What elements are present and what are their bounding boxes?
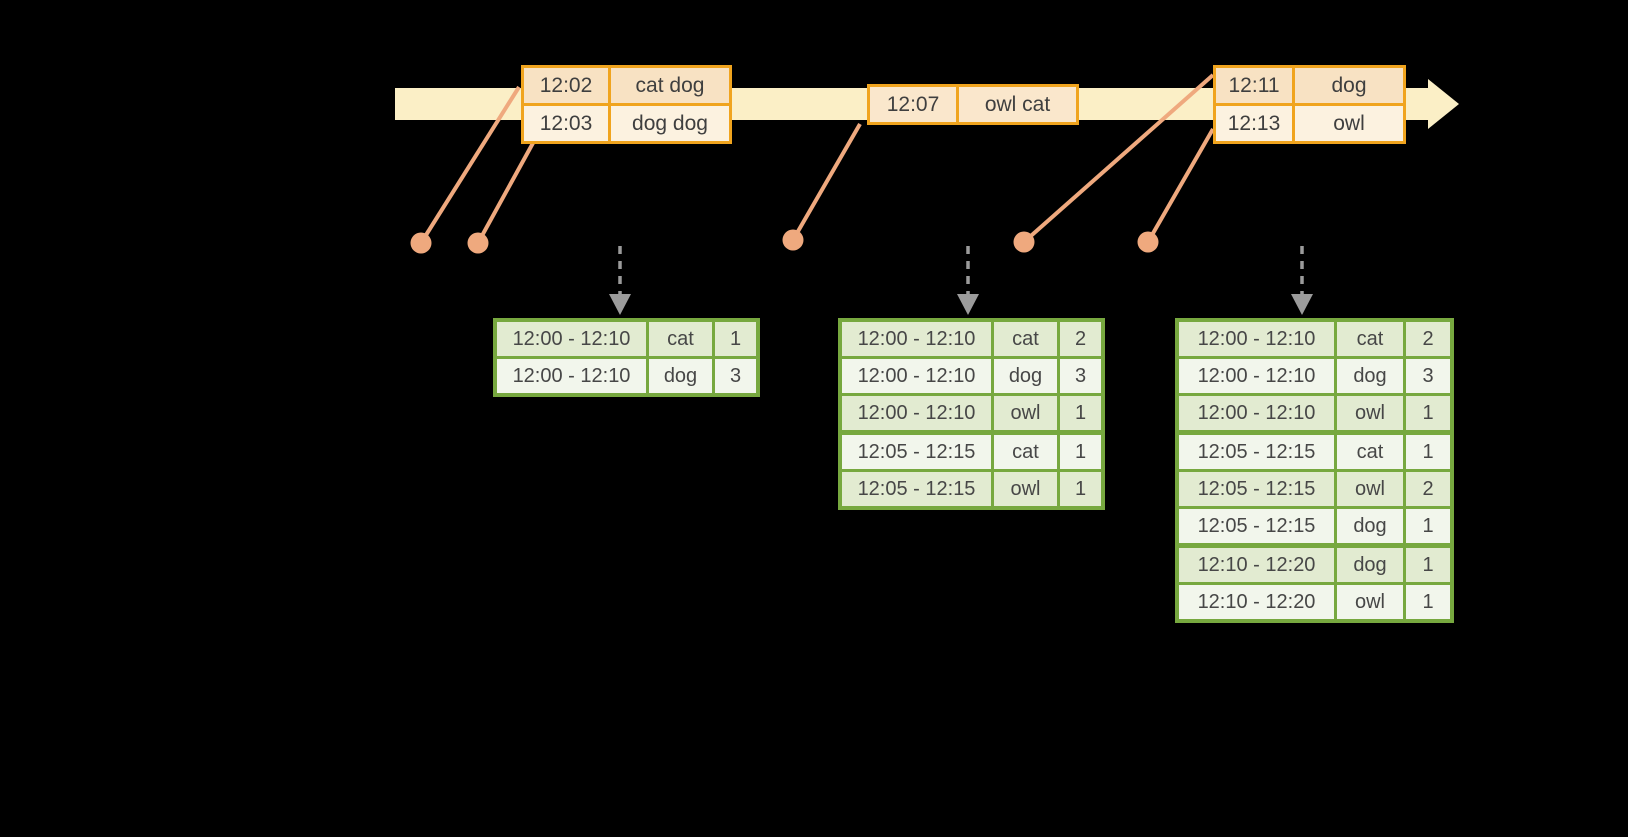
count-cell: 1 — [1057, 393, 1105, 434]
word-cell: dog — [1334, 506, 1406, 547]
result-table-3: 12:00 - 12:10 cat 2 12:00 - 12:10 dog 3 … — [1175, 318, 1454, 623]
window-cell: 12:05 - 12:15 — [1175, 469, 1337, 509]
result-table-2: 12:00 - 12:10 cat 2 12:00 - 12:10 dog 3 … — [838, 318, 1105, 510]
count-cell: 2 — [1403, 318, 1454, 359]
word-cell: cat — [991, 318, 1060, 359]
result-row: 12:05 - 12:15 dog 1 — [1175, 506, 1454, 547]
connector-line — [476, 142, 535, 244]
count-cell: 1 — [1403, 393, 1454, 434]
trigger-arrowheads — [609, 294, 1313, 315]
word-cell: owl — [991, 469, 1060, 510]
word-cell: dog — [991, 356, 1060, 396]
window-cell: 12:00 - 12:10 — [493, 356, 649, 397]
event-words: dog dog — [608, 103, 732, 144]
result-row: 12:05 - 12:15 owl 1 — [838, 469, 1105, 510]
event-words: owl — [1292, 103, 1406, 144]
window-cell: 12:10 - 12:20 — [1175, 582, 1337, 623]
window-cell: 12:00 - 12:10 — [838, 356, 994, 396]
connector-line — [1022, 73, 1215, 244]
connector-line — [1146, 128, 1215, 243]
result-row: 12:00 - 12:10 dog 3 — [1175, 356, 1454, 396]
result-row: 12:00 - 12:10 cat 2 — [838, 318, 1105, 359]
event-row: 12:11 dog — [1213, 65, 1406, 106]
count-cell: 1 — [1057, 430, 1105, 472]
event-table-3: 12:11 dog 12:13 owl — [1213, 65, 1406, 144]
window-cell: 12:10 - 12:20 — [1175, 543, 1337, 585]
result-table-1: 12:00 - 12:10 cat 1 12:00 - 12:10 dog 3 — [493, 318, 760, 397]
count-cell: 2 — [1057, 318, 1105, 359]
event-row: 12:13 owl — [1213, 103, 1406, 144]
window-cell: 12:05 - 12:15 — [838, 469, 994, 510]
count-cell: 3 — [1403, 356, 1454, 396]
event-table-2: 12:07 owl cat — [867, 84, 1079, 125]
timeline-arrowhead-icon — [1428, 79, 1459, 129]
count-cell: 1 — [1403, 430, 1454, 472]
word-cell: owl — [991, 393, 1060, 434]
window-cell: 12:00 - 12:10 — [1175, 356, 1337, 396]
count-cell: 3 — [712, 356, 760, 397]
word-cell: cat — [646, 318, 715, 359]
result-row: 12:10 - 12:20 dog 1 — [1175, 543, 1454, 585]
event-row: 12:02 cat dog — [521, 65, 732, 106]
event-row: 12:03 dog dog — [521, 103, 732, 144]
event-dot — [1137, 231, 1159, 253]
count-cell: 1 — [1057, 469, 1105, 510]
word-cell: owl — [1334, 582, 1406, 623]
event-time: 12:11 — [1213, 65, 1295, 106]
connector-line — [791, 122, 862, 242]
result-row: 12:00 - 12:10 owl 1 — [1175, 393, 1454, 434]
event-time: 12:13 — [1213, 103, 1295, 144]
result-row: 12:05 - 12:15 cat 1 — [1175, 430, 1454, 472]
event-dot — [410, 232, 432, 254]
result-row: 12:00 - 12:10 owl 1 — [838, 393, 1105, 434]
result-row: 12:05 - 12:15 owl 2 — [1175, 469, 1454, 509]
window-cell: 12:00 - 12:10 — [1175, 318, 1337, 359]
event-dot — [1013, 231, 1035, 253]
event-words: cat dog — [608, 65, 732, 106]
result-row: 12:00 - 12:10 cat 2 — [1175, 318, 1454, 359]
event-words: dog — [1292, 65, 1406, 106]
result-row: 12:05 - 12:15 cat 1 — [838, 430, 1105, 472]
result-row: 12:00 - 12:10 dog 3 — [493, 356, 760, 397]
word-cell: owl — [1334, 469, 1406, 509]
event-connector-lines — [419, 73, 1215, 245]
event-table-1: 12:02 cat dog 12:03 dog dog — [521, 65, 732, 144]
arrow-down-icon — [609, 294, 631, 315]
connector-line — [419, 85, 521, 245]
count-cell: 1 — [1403, 506, 1454, 547]
event-time: 12:07 — [867, 84, 959, 125]
event-time: 12:02 — [521, 65, 611, 106]
event-row: 12:07 owl cat — [867, 84, 1079, 125]
word-cell: dog — [1334, 356, 1406, 396]
window-cell: 12:05 - 12:15 — [838, 430, 994, 472]
arrow-down-icon — [1291, 294, 1313, 315]
count-cell: 1 — [712, 318, 760, 359]
result-row: 12:10 - 12:20 owl 1 — [1175, 582, 1454, 623]
result-row: 12:00 - 12:10 cat 1 — [493, 318, 760, 359]
event-dot — [782, 229, 804, 251]
event-words: owl cat — [956, 84, 1079, 125]
result-row: 12:00 - 12:10 dog 3 — [838, 356, 1105, 396]
word-cell: owl — [1334, 393, 1406, 434]
count-cell: 1 — [1403, 543, 1454, 585]
trigger-arrows — [618, 246, 1304, 296]
event-dots — [410, 229, 1159, 254]
word-cell: dog — [646, 356, 715, 397]
count-cell: 2 — [1403, 469, 1454, 509]
window-cell: 12:00 - 12:10 — [838, 318, 994, 359]
event-time: 12:03 — [521, 103, 611, 144]
event-dot — [467, 232, 489, 254]
count-cell: 1 — [1403, 582, 1454, 623]
word-cell: cat — [991, 430, 1060, 472]
window-cell: 12:00 - 12:10 — [838, 393, 994, 434]
word-cell: cat — [1334, 430, 1406, 472]
window-cell: 12:00 - 12:10 — [1175, 393, 1337, 434]
arrow-down-icon — [957, 294, 979, 315]
word-cell: dog — [1334, 543, 1406, 585]
window-cell: 12:00 - 12:10 — [493, 318, 649, 359]
count-cell: 3 — [1057, 356, 1105, 396]
word-cell: cat — [1334, 318, 1406, 359]
window-cell: 12:05 - 12:15 — [1175, 506, 1337, 547]
window-cell: 12:05 - 12:15 — [1175, 430, 1337, 472]
